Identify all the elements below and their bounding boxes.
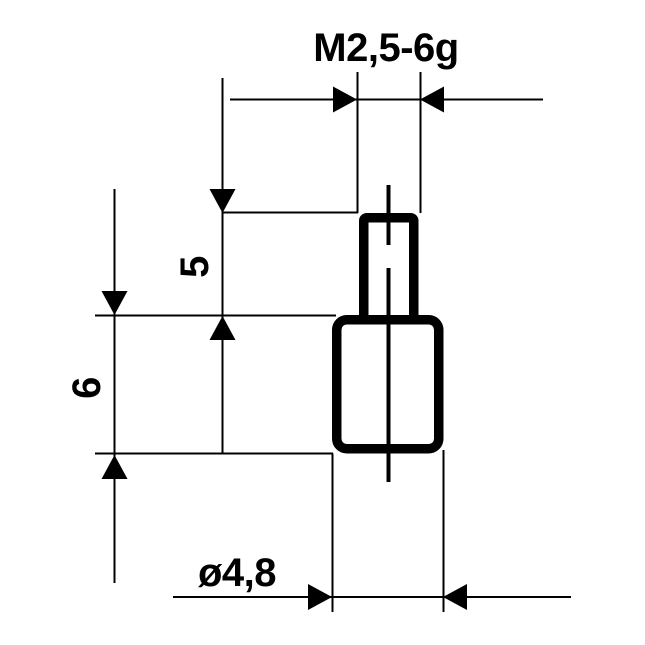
- thread-arrow-left-icon: [333, 86, 357, 113]
- diameter-arrow-right-icon: [443, 584, 467, 610]
- body-length-arrow-top-icon: [101, 291, 128, 315]
- stud-length-label: 5: [173, 256, 217, 278]
- thread-arrow-right-icon: [420, 86, 444, 113]
- diameter-label: ø4,8: [198, 551, 276, 595]
- stud-length-arrow-bottom-icon: [209, 316, 236, 340]
- diameter-arrow-left-icon: [308, 584, 332, 610]
- body-length-arrow-bottom-icon: [101, 455, 128, 479]
- stud-length-arrow-top-icon: [209, 189, 236, 213]
- body-length-label: 6: [65, 377, 109, 399]
- thread-label: M2,5-6g: [313, 26, 458, 70]
